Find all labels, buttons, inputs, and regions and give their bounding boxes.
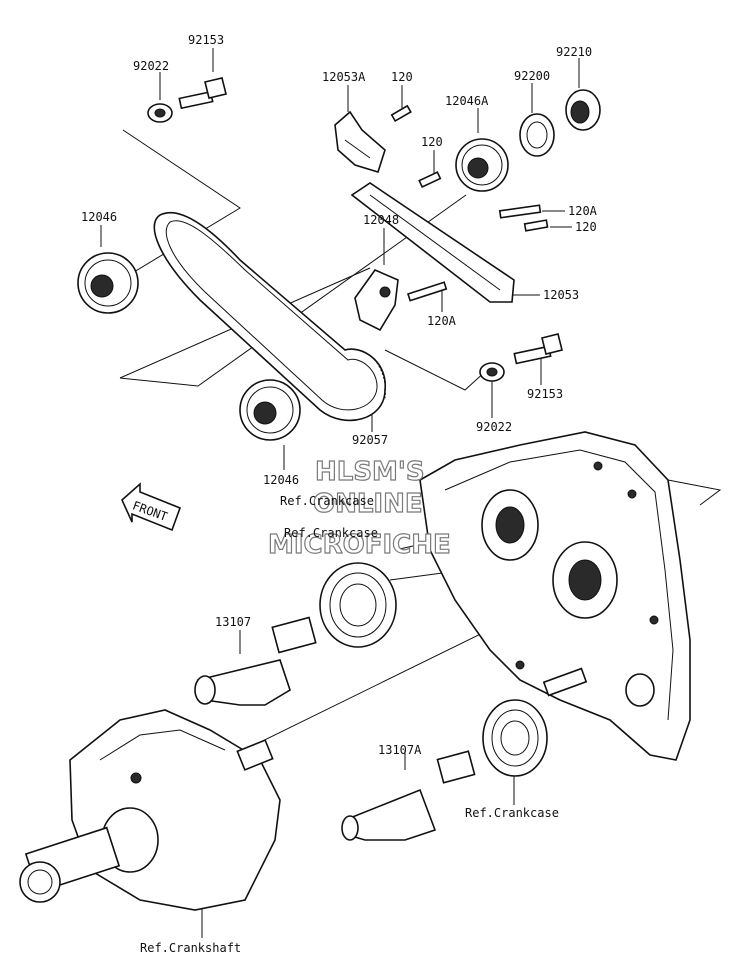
- tensioner-12048: [354, 269, 399, 332]
- label-13107A: 13107A: [378, 743, 422, 757]
- label-12053A: 12053A: [322, 70, 366, 84]
- crankshaft: [19, 709, 281, 911]
- bearing-upper: [319, 562, 397, 648]
- washer-92022-mid: [479, 362, 505, 382]
- chain-92057: [153, 211, 386, 422]
- cam-drive-assembly: [77, 77, 601, 441]
- guide-12053A: [334, 110, 386, 173]
- label-ref-crankcase-2: Ref.Crankcase: [284, 526, 378, 540]
- label-92153-top: 92153: [188, 33, 224, 47]
- label-120-c: 120: [575, 220, 597, 234]
- watermark-line1: HLSM'S: [315, 457, 425, 487]
- label-ref-crankcase-1: Ref.Crankcase: [280, 494, 374, 508]
- label-120A-b: 120A: [427, 314, 457, 328]
- label-92153-mid: 92153: [527, 387, 563, 401]
- watermark-line2: ONLINE: [313, 489, 423, 519]
- shaft-13107: [194, 616, 317, 706]
- label-92200: 92200: [514, 69, 550, 83]
- watermark-line3: MICROFICHE: [268, 530, 451, 560]
- label-12046-bottom: 12046: [263, 473, 299, 487]
- label-ref-crankshaft: Ref.Crankshaft: [140, 941, 241, 955]
- label-92210: 92210: [556, 45, 592, 59]
- part-labels: 92153 92022 12053A 120 12046A 92200 9221…: [81, 33, 598, 955]
- nut-92210: [565, 89, 601, 131]
- label-12046A: 12046A: [445, 94, 489, 108]
- bolt-92153-mid: [513, 333, 563, 365]
- bolt-120A-a: [498, 204, 542, 219]
- bolt-120-c: [523, 219, 549, 232]
- label-13107: 13107: [215, 615, 251, 629]
- label-92022-top: 92022: [133, 59, 169, 73]
- washer-92022-top: [147, 103, 173, 123]
- bolt-92153-top: [178, 77, 227, 110]
- label-92022-mid: 92022: [476, 420, 512, 434]
- label-120A-a: 120A: [568, 204, 598, 218]
- bolt-120-b: [418, 171, 442, 189]
- sprocket-12046-left: [77, 252, 139, 314]
- front-arrow-icon: FRONT: [121, 482, 182, 532]
- bolt-120A-b: [406, 281, 448, 302]
- label-92057: 92057: [352, 433, 388, 447]
- guide-12053: [350, 182, 515, 303]
- label-12046-left: 12046: [81, 210, 117, 224]
- sprocket-12046A: [455, 138, 509, 192]
- label-12053: 12053: [543, 288, 579, 302]
- label-120-a: 120: [391, 70, 413, 84]
- leader-lines: [100, 48, 722, 938]
- crankcase: [419, 431, 691, 761]
- label-120-b: 120: [421, 135, 443, 149]
- shaft-13107A: [341, 750, 476, 841]
- bearing-lower: [482, 699, 548, 777]
- sprocket-12046-bottom: [239, 379, 301, 441]
- bolt-120-a: [390, 104, 412, 123]
- label-ref-crankcase-3: Ref.Crankcase: [465, 806, 559, 820]
- label-12048: 12048: [363, 213, 399, 227]
- watermark: HLSM'S ONLINE MICROFICHE: [267, 456, 451, 560]
- washer-92200: [519, 113, 555, 157]
